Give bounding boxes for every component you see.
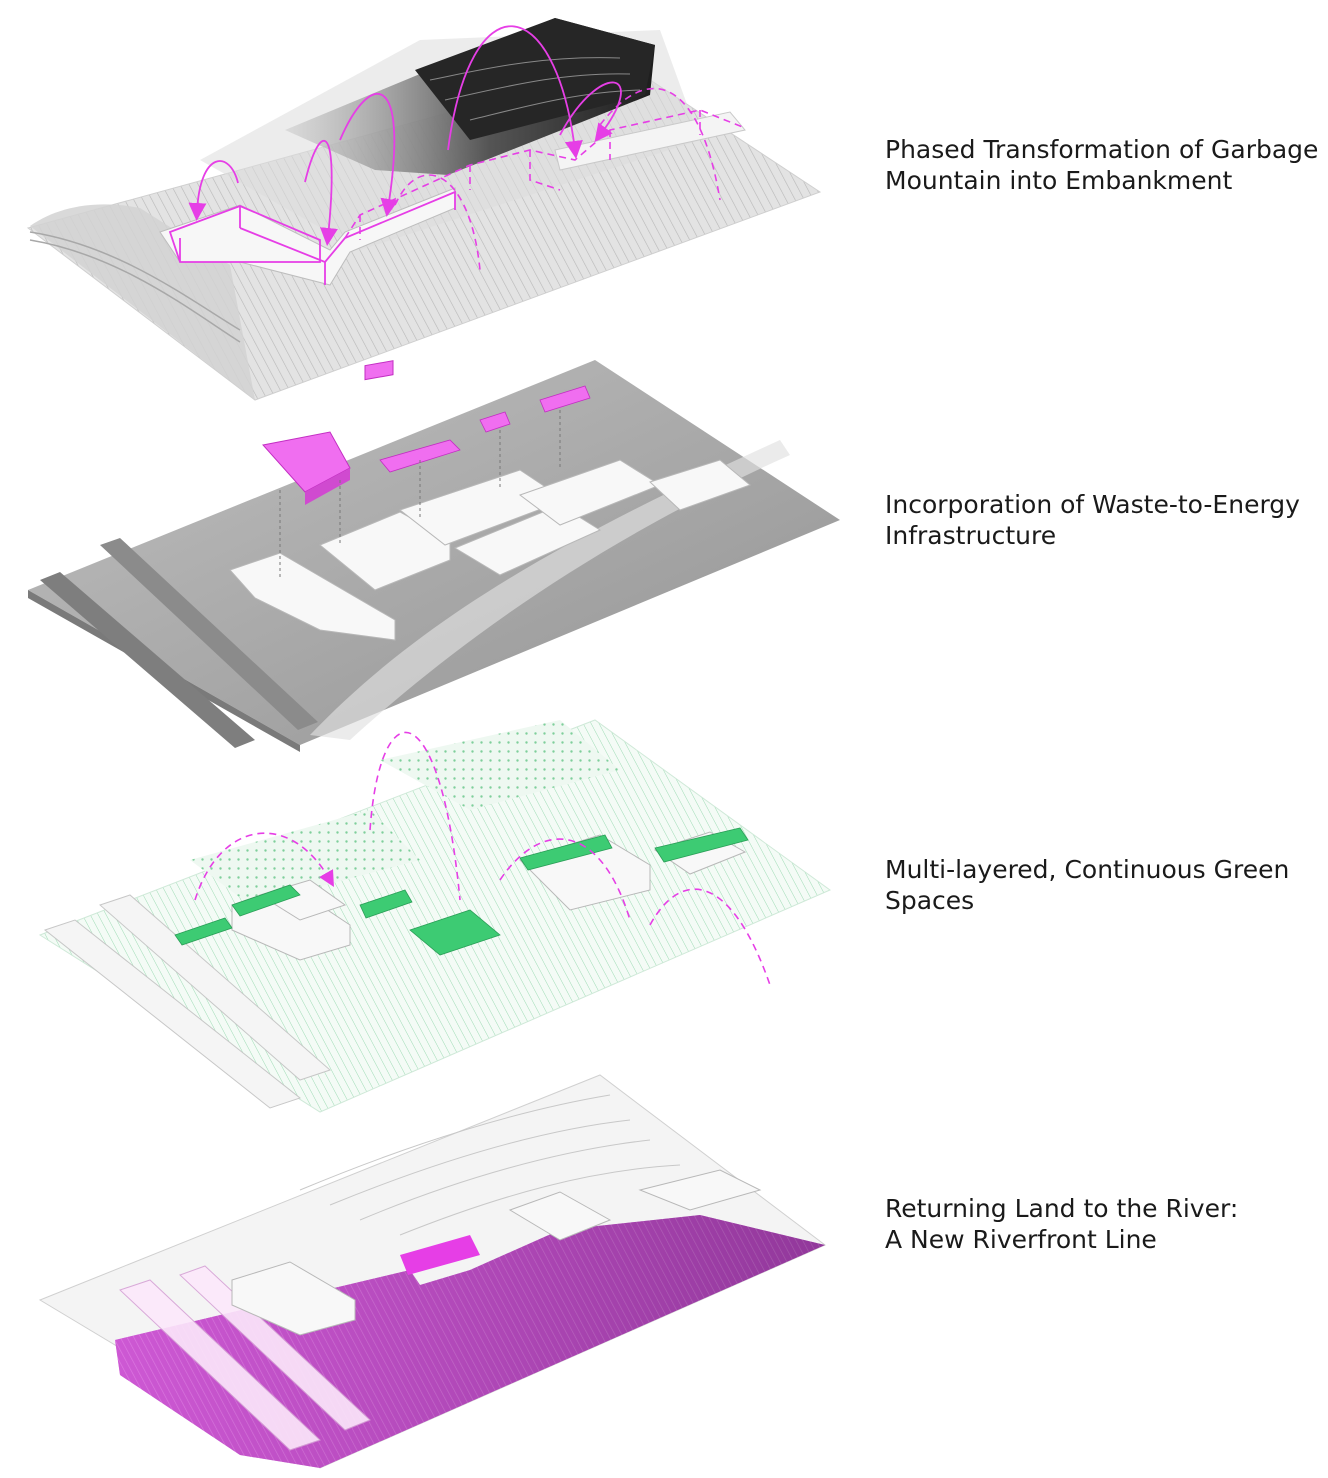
layer-4-label-line-1: Returning Land to the River:	[885, 1193, 1315, 1224]
layer-2-label-line-1: Incorporation of Waste-to-Energy	[885, 489, 1315, 520]
layer-3-label: Multi-layered, Continuous Green Spaces	[885, 854, 1315, 916]
layer-1-garbage-mountain	[28, 18, 820, 400]
layer-1-label-line-1: Phased Transformation of Garbage	[885, 134, 1315, 165]
layer-4-riverfront	[40, 1075, 825, 1468]
layer-2-label-line-2: Infrastructure	[885, 520, 1315, 551]
layer-3-label-line-1: Multi-layered, Continuous Green	[885, 854, 1315, 885]
layer-2-label: Incorporation of Waste-to-Energy Infrast…	[885, 489, 1315, 551]
layer-1-label-line-2: Mountain into Embankment	[885, 165, 1315, 196]
layer-2-waste-to-energy	[28, 360, 840, 752]
layer-4-label: Returning Land to the River: A New River…	[885, 1193, 1315, 1255]
layer-1-label: Phased Transformation of Garbage Mountai…	[885, 134, 1315, 196]
layer-3-label-line-2: Spaces	[885, 885, 1315, 916]
layer-4-label-line-2: A New Riverfront Line	[885, 1224, 1315, 1255]
layer-3-green-spaces	[40, 720, 830, 1112]
